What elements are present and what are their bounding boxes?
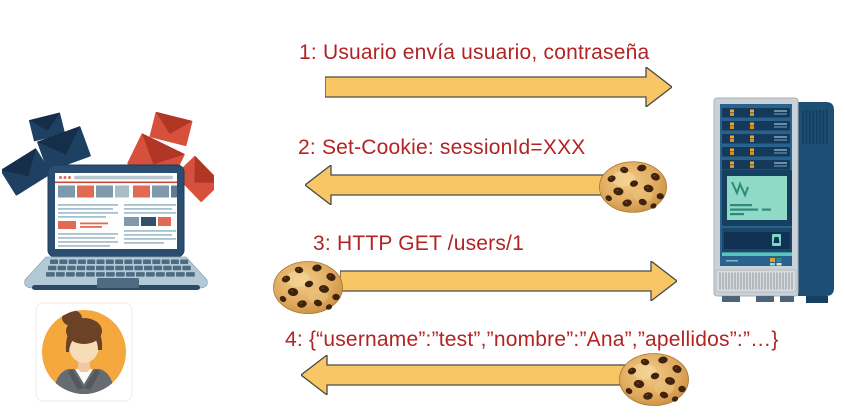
woman-avatar-icon xyxy=(35,302,133,402)
cookie-icon xyxy=(271,259,345,316)
avatar-person xyxy=(54,310,114,394)
laptop-screen xyxy=(47,164,185,258)
envelope-navy-icon xyxy=(28,112,65,142)
server-side-tower xyxy=(798,102,834,303)
message-2-arrow-left xyxy=(305,165,652,205)
laptop-touchpad xyxy=(97,278,139,288)
server-feet xyxy=(722,296,794,302)
message-1-arrow-right xyxy=(325,67,672,107)
laptop-with-envelopes-icon xyxy=(2,112,214,290)
message-2-label: 2: Set-Cookie: sessionId=XXX xyxy=(298,136,586,159)
message-3-arrow-right xyxy=(340,261,677,301)
envelope-navy-icon xyxy=(36,126,91,172)
server-rack-slots xyxy=(722,108,790,170)
message-1-label: 1: Usuario envía usuario, contraseña xyxy=(299,41,650,64)
server-vent-grille xyxy=(715,269,797,293)
envelope-red-icon xyxy=(149,112,193,146)
server-drive-bay xyxy=(722,228,792,266)
laptop-keyboard xyxy=(46,259,195,277)
message-3-label: 3: HTTP GET /users/1 xyxy=(313,232,524,255)
message-4-label: 4: {“username”:”test”,”nombre”:”Ana”,”ap… xyxy=(285,328,779,351)
cookie-icon xyxy=(617,351,691,408)
message-4-arrow-left xyxy=(301,355,640,395)
cookie-icon xyxy=(597,159,669,215)
envelope-red-icon xyxy=(175,155,214,202)
envelope-navy-icon xyxy=(2,148,52,196)
server-monitor xyxy=(722,170,792,226)
mainframe-server-icon xyxy=(713,97,834,303)
laptop-base xyxy=(24,256,208,290)
